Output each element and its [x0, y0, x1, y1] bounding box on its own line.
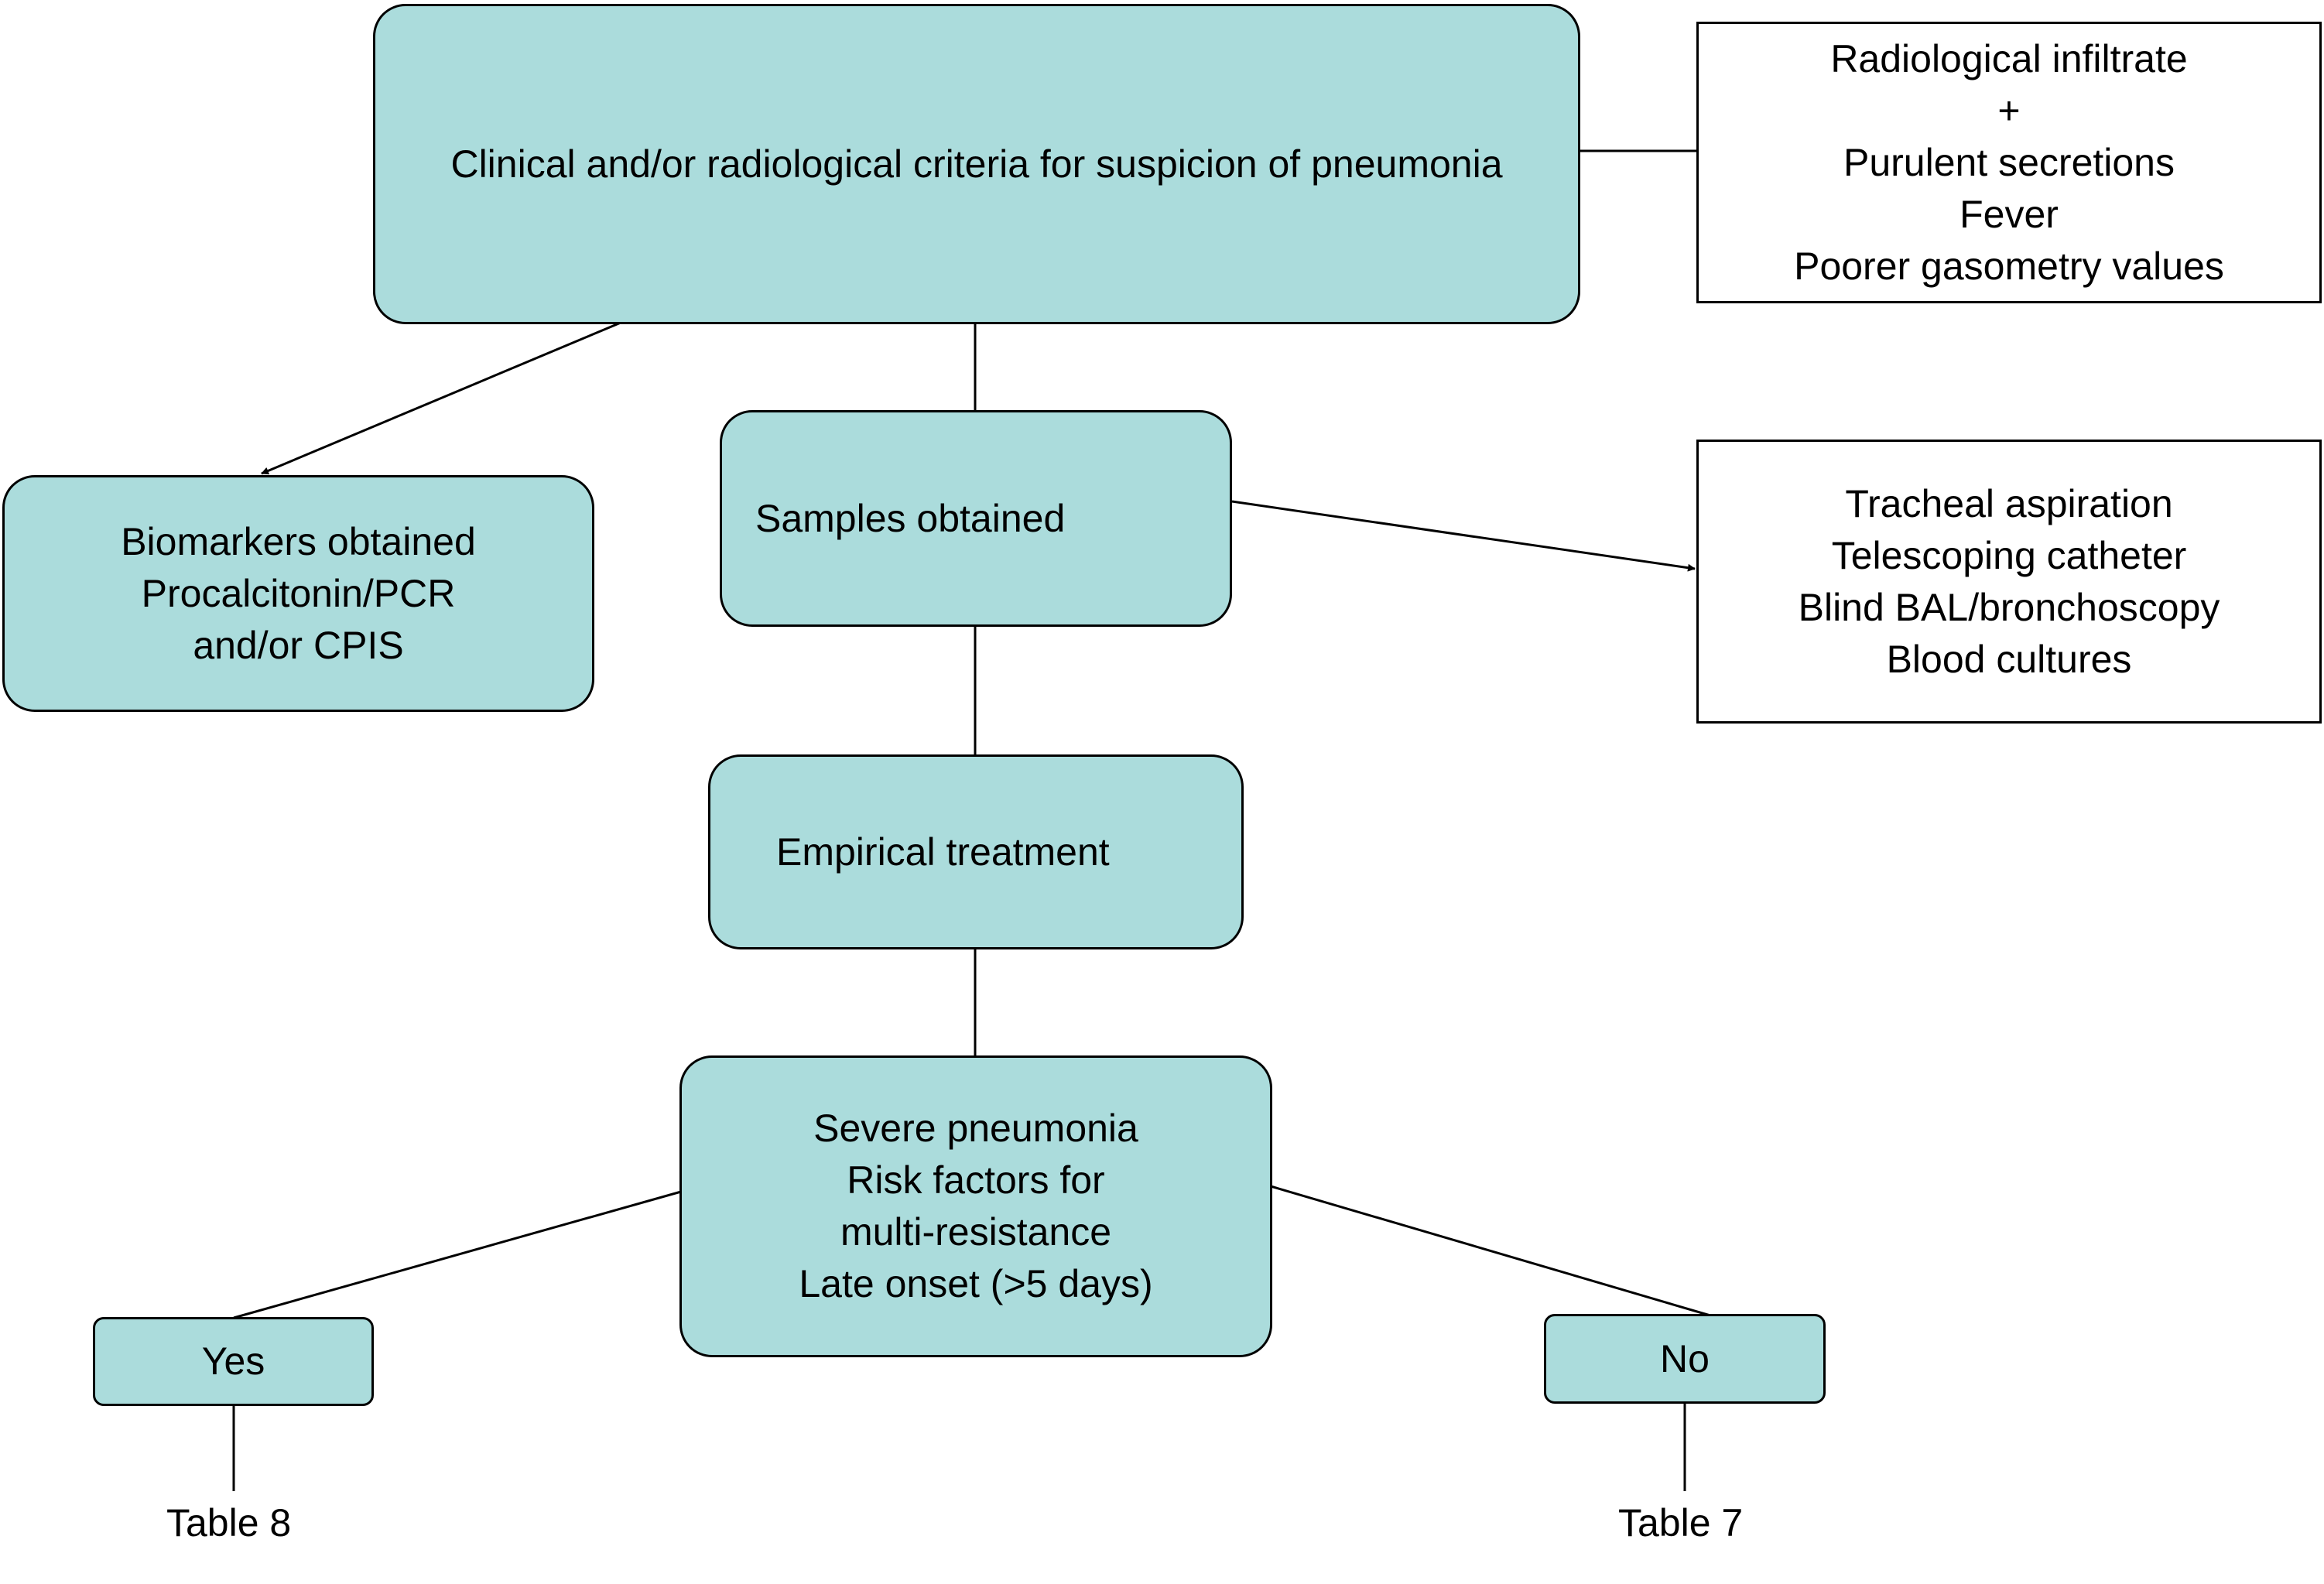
outcome-table-7: Table 7: [1618, 1501, 1744, 1545]
node-diagnostic-criteria: Radiological infiltrate + Purulent secre…: [1696, 22, 2322, 303]
node-suspicion-criteria: Clinical and/or radiological criteria fo…: [373, 4, 1580, 324]
criteria-line-5: Poorer gasometry values: [1794, 244, 2224, 288]
biomarkers-line-2: Procalcitonin/PCR: [141, 571, 456, 615]
biomarkers-line-1: Biomarkers obtained: [121, 519, 476, 563]
criteria-line-2: +: [1997, 88, 2021, 132]
methods-line-1: Tracheal aspiration: [1845, 481, 2173, 525]
connector-severe-no: [1270, 1185, 1711, 1317]
node-no: No: [1544, 1314, 1826, 1404]
severe-line-1: Severe pneumonia: [813, 1107, 1138, 1150]
node-severe-pneumonia: Severe pneumonia Risk factors for multi-…: [679, 1055, 1272, 1357]
severe-line-4: Late onset (>5 days): [799, 1262, 1153, 1305]
node-biomarkers: Biomarkers obtained Procalcitonin/PCR an…: [2, 475, 594, 712]
methods-line-2: Telescoping catheter: [1831, 533, 2187, 577]
arrow-suspicion-biomarkers: [261, 321, 621, 475]
severe-line-3: multi-resistance: [840, 1210, 1112, 1254]
no-label: No: [1660, 1336, 1710, 1380]
node-samples-obtained: Samples obtained: [720, 410, 1232, 627]
node-yes: Yes: [93, 1317, 374, 1406]
criteria-line-3: Purulent secretions: [1843, 140, 2175, 184]
methods-line-3: Blind BAL/bronchoscopy: [1798, 585, 2220, 629]
criteria-line-4: Fever: [1959, 192, 2059, 236]
yes-label: Yes: [201, 1339, 265, 1383]
empirical-line: Empirical treatment: [776, 830, 1110, 874]
node-empirical-treatment: Empirical treatment: [708, 754, 1244, 949]
node-sample-methods: Tracheal aspiration Telescoping catheter…: [1696, 440, 2322, 724]
node-suspicion-line: Clinical and/or radiological criteria fo…: [450, 142, 1503, 186]
severe-line-2: Risk factors for: [847, 1158, 1105, 1202]
outcome-table-8: Table 8: [166, 1501, 292, 1545]
methods-line-4: Blood cultures: [1886, 637, 2132, 681]
samples-line: Samples obtained: [755, 496, 1066, 540]
criteria-line-1: Radiological infiltrate: [1830, 36, 2188, 80]
arrow-samples-methods: [1231, 500, 1696, 572]
connector-severe-yes: [233, 1190, 682, 1319]
biomarkers-line-3: and/or CPIS: [193, 623, 404, 667]
